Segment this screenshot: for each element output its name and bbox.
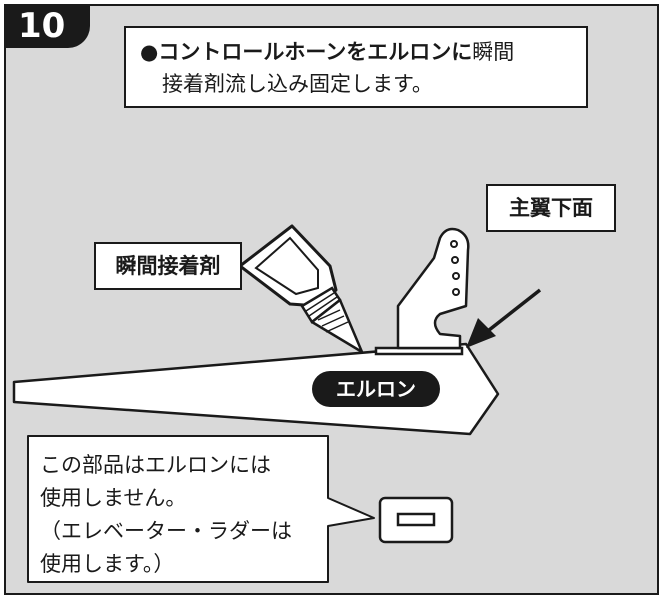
- instruction-bullet: ●: [140, 40, 159, 64]
- glue-bottle-icon: [238, 224, 364, 354]
- aileron-label: エルロン: [312, 371, 440, 407]
- horn-hole: [452, 288, 460, 296]
- unused-part-icon: [378, 496, 454, 544]
- note-line: 使用します。）: [40, 552, 175, 576]
- arrow-icon: [466, 288, 542, 348]
- horn-hole: [451, 256, 459, 264]
- note-line: 使用しません。: [40, 486, 187, 510]
- instruction-box: ●コントロールホーンをエルロンに瞬間 接着剤流し込み固定します。: [124, 26, 588, 108]
- glue-label: 瞬間接着剤: [94, 242, 242, 290]
- instruction-line2: 接着剤流し込み固定します。: [162, 72, 433, 96]
- horn-hole: [452, 272, 460, 280]
- step-number: 10: [4, 4, 90, 48]
- horn-hole: [450, 240, 458, 248]
- note-text: この部品はエルロンには 使用しません。 （エレベーター・ラダーは 使用します。）: [40, 449, 330, 581]
- instruction-bold-text: コントロールホーンをエルロンに: [158, 40, 473, 64]
- note-callout: [27, 435, 375, 583]
- note-line: この部品はエルロンには: [40, 453, 271, 477]
- note-line: （エレベーター・ラダーは: [40, 519, 292, 543]
- wing-lower-label: 主翼下面: [486, 184, 616, 232]
- control-horn: [374, 227, 470, 356]
- instruction-rest: 瞬間: [472, 40, 515, 64]
